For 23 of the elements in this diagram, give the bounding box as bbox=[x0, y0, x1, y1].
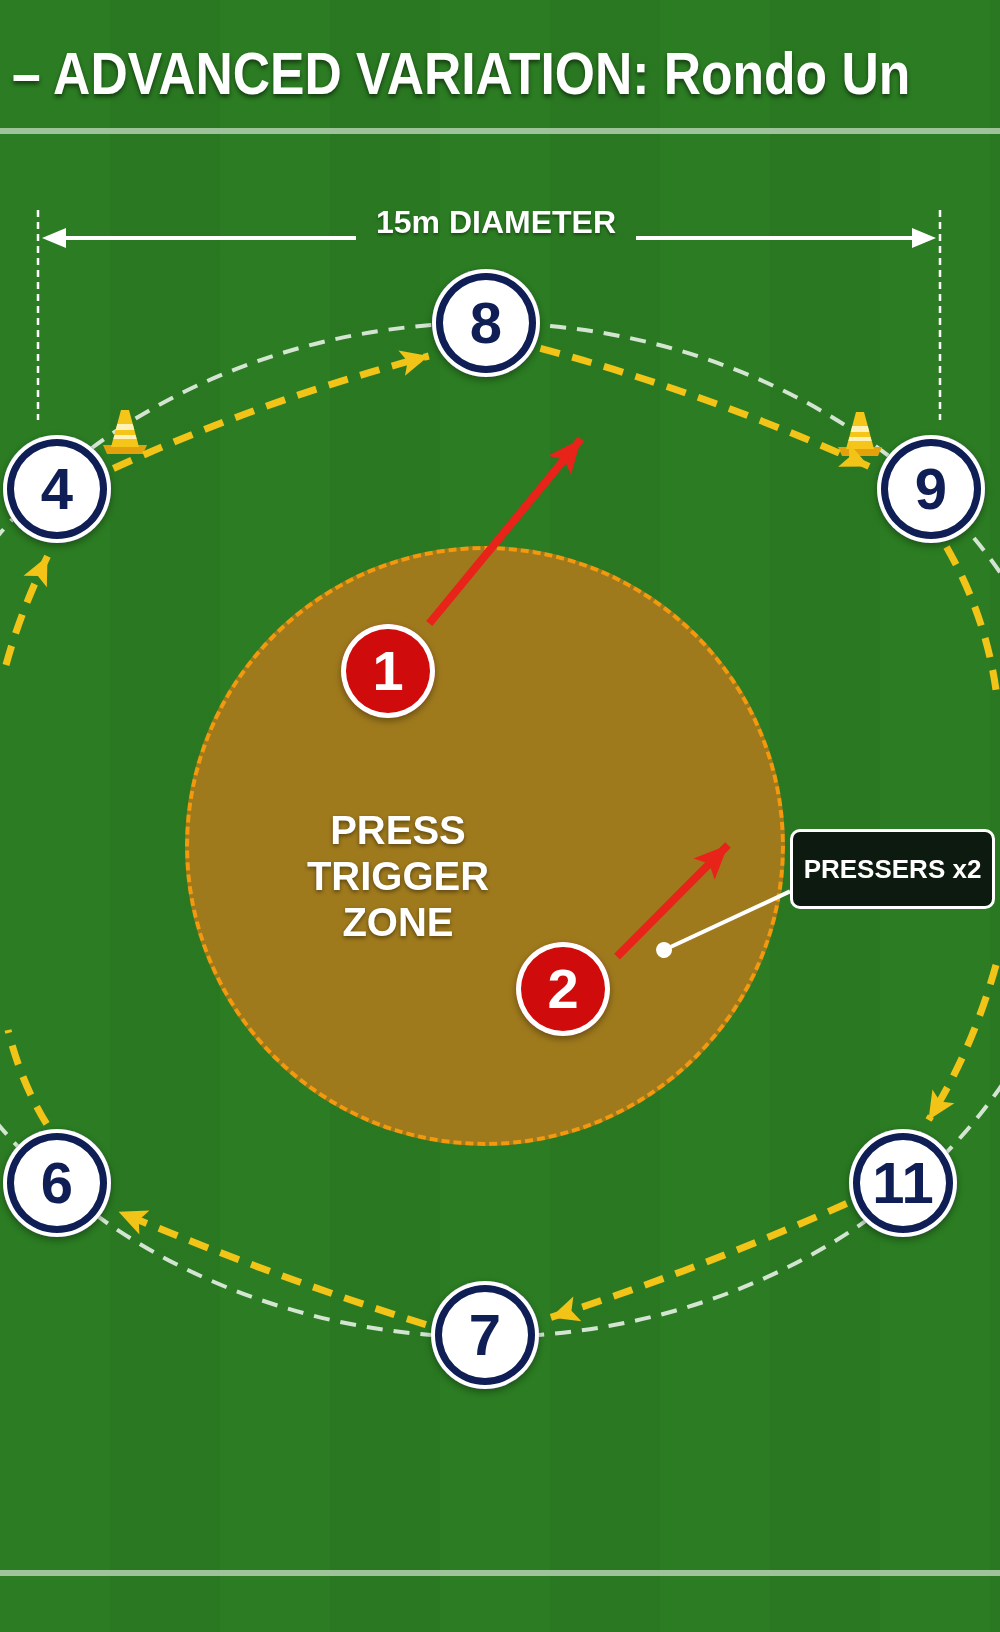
run-arrow bbox=[614, 842, 731, 960]
player-marker: 11 bbox=[849, 1129, 957, 1237]
pass-arrow bbox=[117, 1208, 427, 1328]
pass-arrow bbox=[925, 964, 1000, 1122]
player-marker: 4 bbox=[3, 435, 111, 543]
presser-marker: 1 bbox=[341, 624, 435, 718]
run-arrow bbox=[426, 436, 585, 627]
pass-arrow bbox=[549, 1200, 848, 1321]
player-marker: 7 bbox=[431, 1281, 539, 1389]
pass-arrow bbox=[111, 350, 430, 472]
pass-arrow bbox=[2, 554, 51, 666]
player-marker: 8 bbox=[432, 269, 540, 377]
pass-line bbox=[943, 545, 1000, 691]
callout-tag: PRESSERS x2 bbox=[790, 829, 995, 909]
leader-line bbox=[656, 889, 791, 958]
player-marker: 9 bbox=[877, 435, 985, 543]
presser-marker: 2 bbox=[516, 942, 610, 1036]
player-marker: 6 bbox=[3, 1129, 111, 1237]
page-title: – ADVANCED VARIATION: Rondo Un bbox=[12, 44, 911, 104]
dimension-label: 15m DIAMETER bbox=[376, 203, 617, 241]
pass-line bbox=[4, 1029, 50, 1126]
pass-arrow bbox=[539, 345, 871, 470]
zone-label: PRESS TRIGGER ZONE bbox=[305, 807, 491, 945]
